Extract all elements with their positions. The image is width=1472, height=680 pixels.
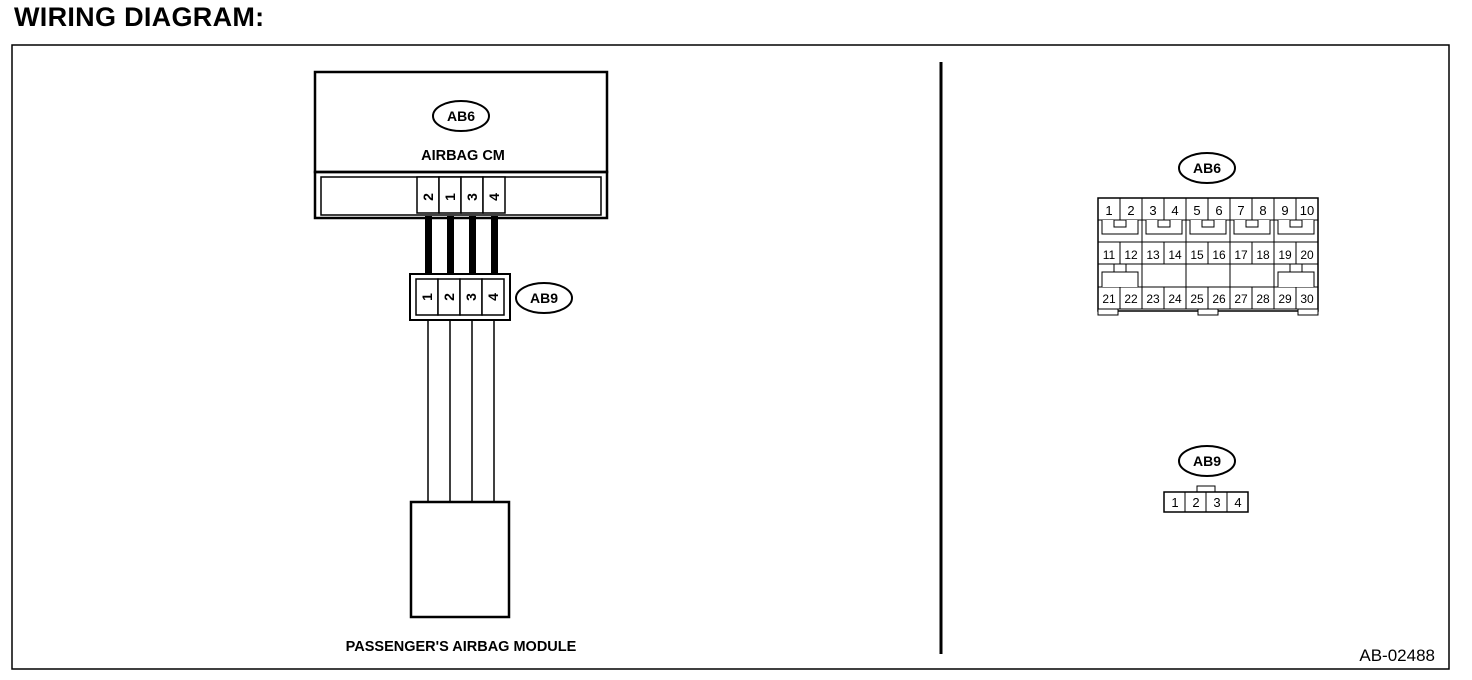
- cm-pin-label: 1: [442, 193, 458, 201]
- ab6-pin: 7: [1237, 203, 1244, 218]
- ab6-pin: 25: [1190, 292, 1204, 306]
- ab6-pin: 11: [1103, 248, 1116, 262]
- ab6-oval: [432, 100, 490, 132]
- ab6-pin: 16: [1212, 248, 1226, 262]
- ab6-pin: 27: [1234, 292, 1248, 306]
- ab6-pin: 6: [1215, 203, 1222, 218]
- ab6-pin: 3: [1149, 203, 1156, 218]
- diagram-frame: [11, 44, 1450, 670]
- wire: [447, 216, 454, 274]
- ab9-oval: [515, 282, 573, 314]
- ab6-pin: 22: [1124, 292, 1138, 306]
- passenger-airbag-module-label: PASSENGER'S AIRBAG MODULE: [346, 639, 577, 655]
- ab6-pin: 9: [1281, 203, 1288, 218]
- ab6-pin: 5: [1193, 203, 1200, 218]
- ab9-view-oval: [1178, 445, 1236, 477]
- ab6-pin: 13: [1146, 248, 1160, 262]
- ab6-pin: 8: [1259, 203, 1266, 218]
- ab6-pin: 26: [1212, 292, 1226, 306]
- wire: [425, 216, 432, 274]
- ab6-pin: 19: [1278, 248, 1292, 262]
- ab9-view-pin: 1: [1171, 495, 1178, 510]
- ab9-pin-block: 1 2 3 4: [415, 278, 505, 316]
- ab9-view-label: AB9: [1193, 453, 1221, 469]
- cm-pin-label: 4: [486, 193, 502, 201]
- ab9-connector-face: 1 2 3 4: [1163, 485, 1249, 513]
- ab6-pin: 23: [1146, 292, 1160, 306]
- cm-connector-housing: [313, 170, 609, 220]
- harness-wires-thick: [425, 216, 498, 274]
- ab6-pin: 21: [1102, 292, 1116, 306]
- ab9-pin-cell: [481, 278, 505, 316]
- ab6-pin: 20: [1300, 248, 1314, 262]
- ab6-pin: 29: [1278, 292, 1292, 306]
- ab6-pin: 14: [1168, 248, 1182, 262]
- cm-pin-block: 2 1 3 4: [416, 176, 506, 214]
- ab6-view-label: AB6: [1193, 160, 1221, 176]
- ab9-view-pin: 2: [1192, 495, 1199, 510]
- ab6-pin: 2: [1127, 203, 1134, 218]
- ab6-pin: 15: [1190, 248, 1204, 262]
- ab9-pin-label: 1: [419, 293, 435, 301]
- ab9-latch: [1196, 485, 1216, 493]
- figure-id: AB-02488: [1359, 646, 1435, 665]
- wire: [469, 216, 476, 274]
- ab6-pin: 18: [1256, 248, 1270, 262]
- passenger-airbag-module-box: [409, 500, 511, 619]
- ab6-pin: 12: [1124, 248, 1138, 262]
- wire: [491, 216, 498, 274]
- ab9-pin-label: 3: [463, 293, 479, 301]
- harness-wires-thin: [427, 320, 495, 502]
- page-title: WIRING DIAGRAM:: [14, 2, 265, 32]
- ab9-view-pin: 3: [1213, 495, 1220, 510]
- ab9-oval-label: AB9: [530, 290, 558, 306]
- cm-pin-label: 3: [464, 193, 480, 201]
- cm-pin-cell: [482, 176, 506, 214]
- ab6-pin: 28: [1256, 292, 1270, 306]
- ab6-pin: 1: [1105, 203, 1112, 218]
- ab6-pin: 4: [1171, 203, 1178, 218]
- cm-pin-label: 2: [420, 193, 436, 201]
- ab9-connector-housing: [409, 273, 511, 321]
- ab6-pin: 24: [1168, 292, 1182, 306]
- ab6-oval-label: AB6: [447, 108, 475, 124]
- ab6-pin: 10: [1300, 203, 1314, 218]
- ab6-view-oval: [1178, 152, 1236, 184]
- ab6-pin: 17: [1234, 248, 1248, 262]
- airbag-cm-label: AIRBAG CM: [421, 148, 505, 164]
- ab6-connector-face: 1 2 3 4 5 6 7 8 9 10 11 12 13 14 15 16 1…: [1097, 197, 1319, 316]
- ab9-pin-label: 4: [485, 293, 501, 301]
- ab9-pin-label: 2: [441, 293, 457, 301]
- ab6-pin: 30: [1300, 292, 1314, 306]
- ab9-view-pin: 4: [1234, 495, 1241, 510]
